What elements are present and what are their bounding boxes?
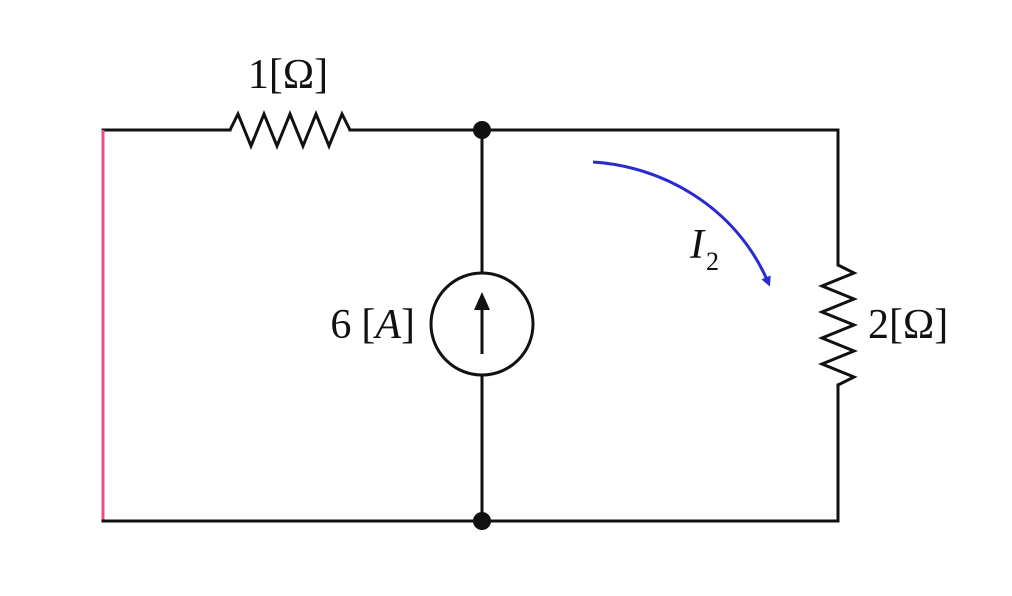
current-source-value: 6 (330, 302, 351, 348)
resistor-2-label: 2[Ω] (868, 302, 948, 348)
current-source-bracket-close: ] (401, 302, 415, 348)
junction-top (473, 121, 491, 139)
current-source-unit: A (372, 302, 401, 348)
current-label: I2 (689, 222, 719, 276)
resistor-1-label: 1[Ω] (248, 52, 328, 98)
current-source-bracket-open: [ (361, 302, 375, 348)
current-symbol: I (689, 222, 706, 268)
current-subscript: 2 (706, 247, 719, 276)
source-arrow-head (474, 292, 490, 310)
resistor-1-ohm (228, 110, 352, 150)
resistor-2-ohm (818, 263, 858, 387)
current-source-label: 6[A] (330, 302, 415, 348)
current-direction-arrow (592, 160, 771, 287)
junction-bottom (473, 512, 491, 530)
